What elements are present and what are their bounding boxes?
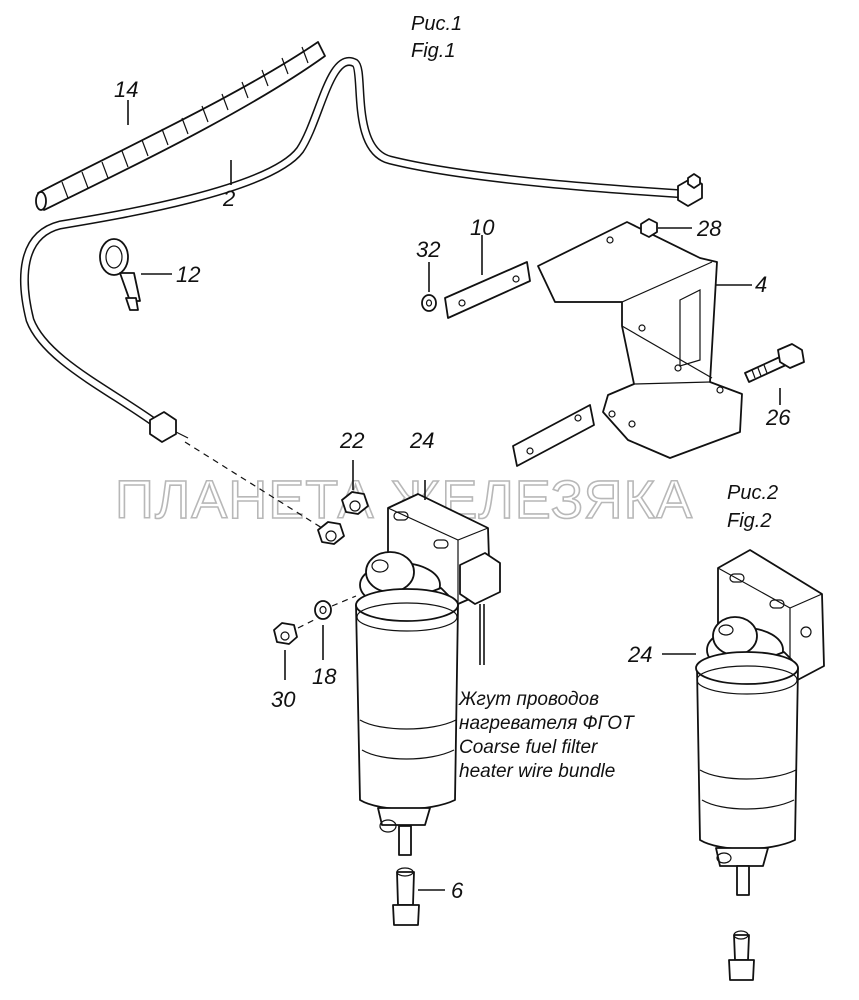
- fig1-title-ru: Рис.1: [411, 13, 462, 35]
- caption-line-2: нагревателя ФГОТ: [459, 713, 635, 734]
- part-14-corrugated-sleeve: [35, 41, 326, 211]
- part-12-clamp: [99, 238, 172, 311]
- part-26-bolt: [744, 343, 805, 405]
- part-22-nut: [317, 460, 369, 545]
- part-10-plate: [444, 235, 595, 467]
- callout-10: 10: [470, 215, 495, 240]
- callout-28: 28: [696, 216, 722, 241]
- part-4-bracket: [537, 221, 752, 459]
- part-24-fuel-filter-fig2: [662, 549, 825, 981]
- caption-line-4: heater wire bundle: [459, 761, 615, 782]
- callout-32: 32: [416, 237, 440, 262]
- part-28-bolt: [640, 218, 692, 238]
- callout-24-fig2: 24: [627, 642, 652, 667]
- callout-30: 30: [271, 687, 296, 712]
- part-18-washer: [314, 595, 357, 660]
- callout-18: 18: [312, 664, 337, 689]
- fig1-title-en: Fig.1: [411, 40, 455, 62]
- callout-2: 2: [222, 186, 235, 211]
- part-30-nut: [273, 619, 315, 680]
- callout-22: 22: [339, 428, 364, 453]
- caption-line-3: Coarse fuel filter: [459, 737, 598, 758]
- callout-4: 4: [755, 272, 767, 297]
- callout-26: 26: [765, 405, 791, 430]
- part-2-fuel-hose: [19, 57, 703, 529]
- part-6-drain-plug: [392, 867, 445, 926]
- callout-14: 14: [114, 77, 138, 102]
- fig2-title-ru: Рис.2: [727, 482, 778, 504]
- callout-24: 24: [409, 428, 434, 453]
- part-32-washer: [421, 262, 437, 312]
- fig2-title-en: Fig.2: [727, 510, 771, 532]
- callout-6: 6: [451, 878, 464, 903]
- part-24-fuel-filter: [355, 480, 501, 856]
- caption-line-1: Жгут проводов: [458, 689, 599, 710]
- callout-12: 12: [176, 262, 200, 287]
